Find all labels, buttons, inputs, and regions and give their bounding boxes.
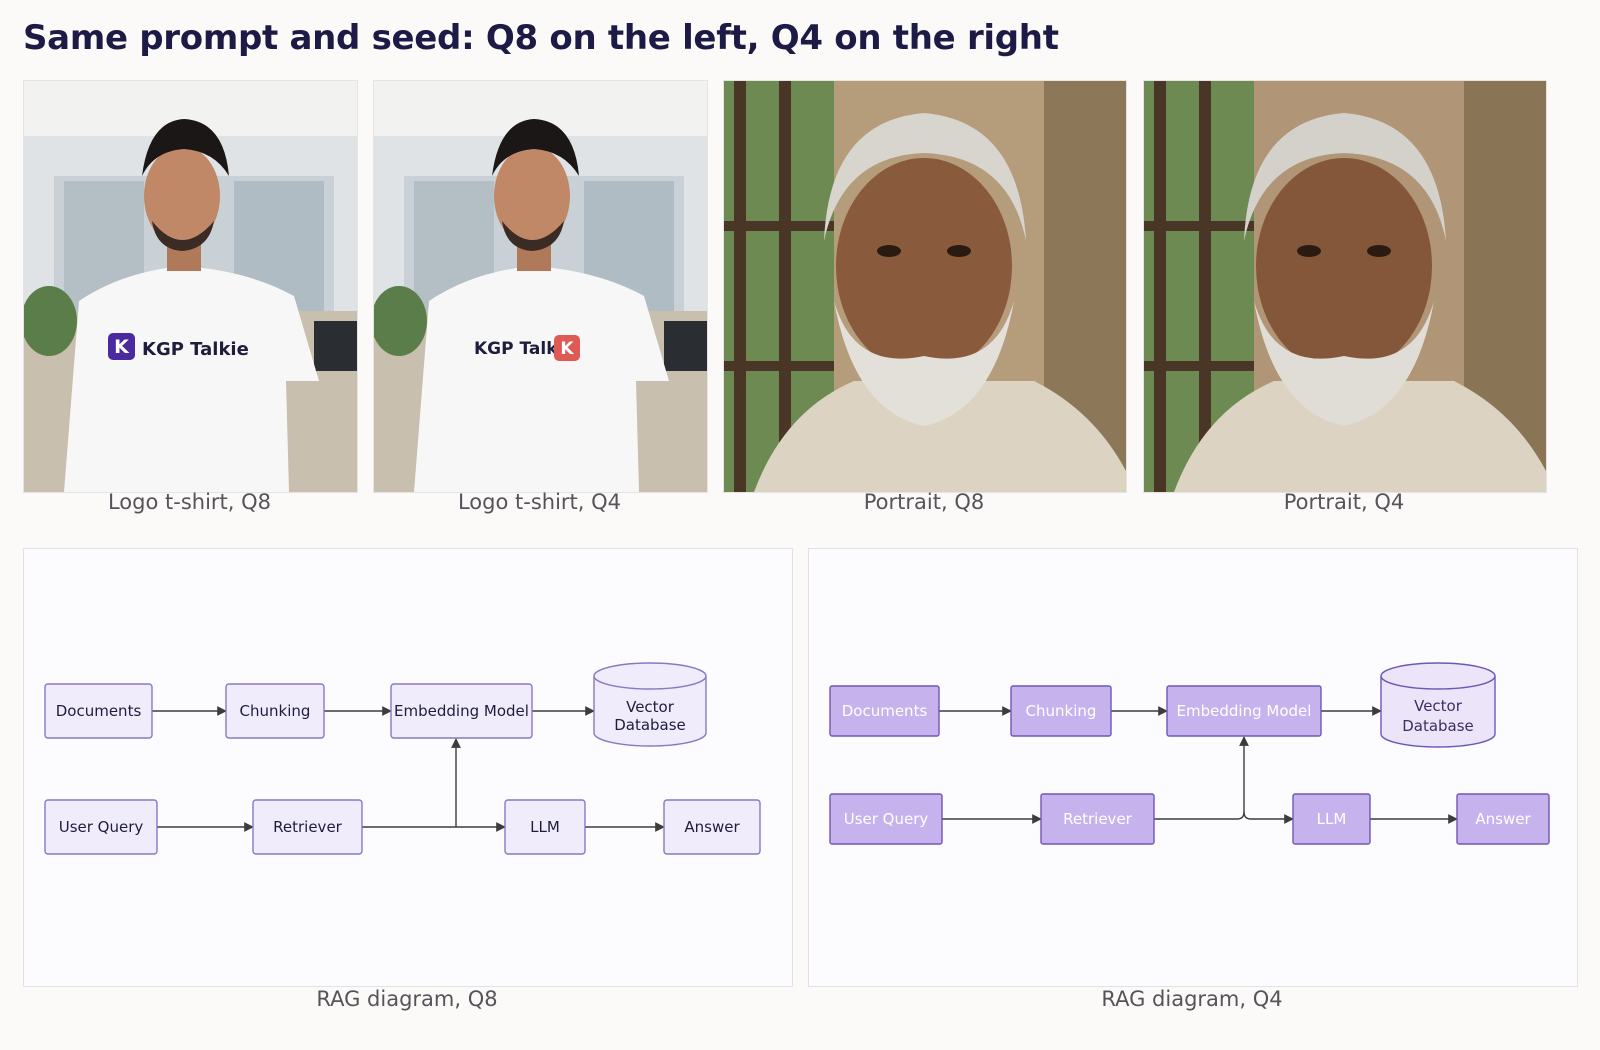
node-llm: LLM	[504, 799, 586, 855]
svg-text:Chunking: Chunking	[240, 702, 311, 720]
node-retriever: Retriever	[252, 799, 363, 855]
node-vector-database: Vector Database	[593, 662, 707, 747]
page-title: Same prompt and seed: Q8 on the left, Q4…	[23, 18, 1059, 58]
shirt-logo: K KGP Talkie	[108, 333, 249, 360]
svg-text:User Query: User Query	[844, 810, 929, 828]
node-embedding-model: Embedding Model	[390, 683, 533, 739]
svg-text:Vector: Vector	[626, 698, 675, 716]
svg-text:KGP Talkie: KGP Talkie	[474, 339, 575, 359]
photo-portrait-q4	[1143, 80, 1547, 493]
svg-text:K: K	[560, 339, 574, 359]
svg-text:Documents: Documents	[842, 702, 928, 720]
caption-rag-diagram-q8: RAG diagram, Q8	[316, 987, 498, 1011]
caption-portrait-q8: Portrait, Q8	[863, 490, 985, 514]
svg-text:KGP Talkie: KGP Talkie	[142, 339, 249, 360]
svg-text:Answer: Answer	[1475, 810, 1531, 828]
svg-text:User Query: User Query	[59, 818, 144, 836]
shirt-logo: KGP Talkie K	[474, 335, 580, 361]
svg-text:LLM: LLM	[1317, 810, 1347, 828]
svg-text:Answer: Answer	[684, 818, 740, 836]
node-answer: Answer	[663, 799, 761, 855]
node-answer: Answer	[1456, 793, 1550, 845]
edge-retriever-llm	[1243, 811, 1294, 824]
node-documents: Documents	[829, 685, 940, 737]
svg-text:Database: Database	[614, 716, 686, 734]
rag-diagram-q8: Documents Chunking Embedding Model Vecto…	[23, 548, 793, 987]
caption-rag-diagram-q4: RAG diagram, Q4	[1101, 987, 1283, 1011]
node-llm: LLM	[1292, 793, 1371, 845]
photo-logo-tshirt-q4: KGP Talkie K	[373, 80, 708, 493]
svg-text:Embedding Model: Embedding Model	[1177, 702, 1312, 720]
rag-diagram-q4: Documents Chunking Embedding Model Vecto…	[808, 548, 1578, 987]
node-user-query: User Query	[829, 793, 943, 845]
diagram-edges	[152, 706, 665, 832]
svg-text:Embedding Model: Embedding Model	[394, 702, 529, 720]
svg-text:Database: Database	[1402, 717, 1474, 735]
photo-logo-tshirt-q8: K KGP Talkie	[23, 80, 358, 493]
diagram-edges	[939, 706, 1458, 824]
svg-text:K: K	[114, 336, 130, 358]
node-user-query: User Query	[44, 799, 158, 855]
photo-portrait-q8	[723, 80, 1127, 493]
node-vector-database: Vector Database	[1380, 662, 1496, 748]
svg-text:Retriever: Retriever	[1063, 810, 1133, 828]
svg-text:LLM: LLM	[530, 818, 560, 836]
edge-retriever-embedding	[1154, 736, 1249, 820]
node-embedding-model: Embedding Model	[1166, 685, 1322, 737]
caption-logo-tshirt-q4: Logo t-shirt, Q4	[457, 490, 622, 514]
node-retriever: Retriever	[1040, 793, 1155, 845]
svg-text:Vector: Vector	[1414, 697, 1463, 715]
svg-text:Documents: Documents	[56, 702, 142, 720]
node-chunking: Chunking	[225, 683, 325, 739]
svg-text:Retriever: Retriever	[273, 818, 343, 836]
caption-portrait-q4: Portrait, Q4	[1283, 490, 1405, 514]
caption-logo-tshirt-q8: Logo t-shirt, Q8	[107, 490, 272, 514]
svg-text:Chunking: Chunking	[1026, 702, 1097, 720]
node-chunking: Chunking	[1010, 685, 1112, 737]
node-documents: Documents	[44, 683, 153, 739]
